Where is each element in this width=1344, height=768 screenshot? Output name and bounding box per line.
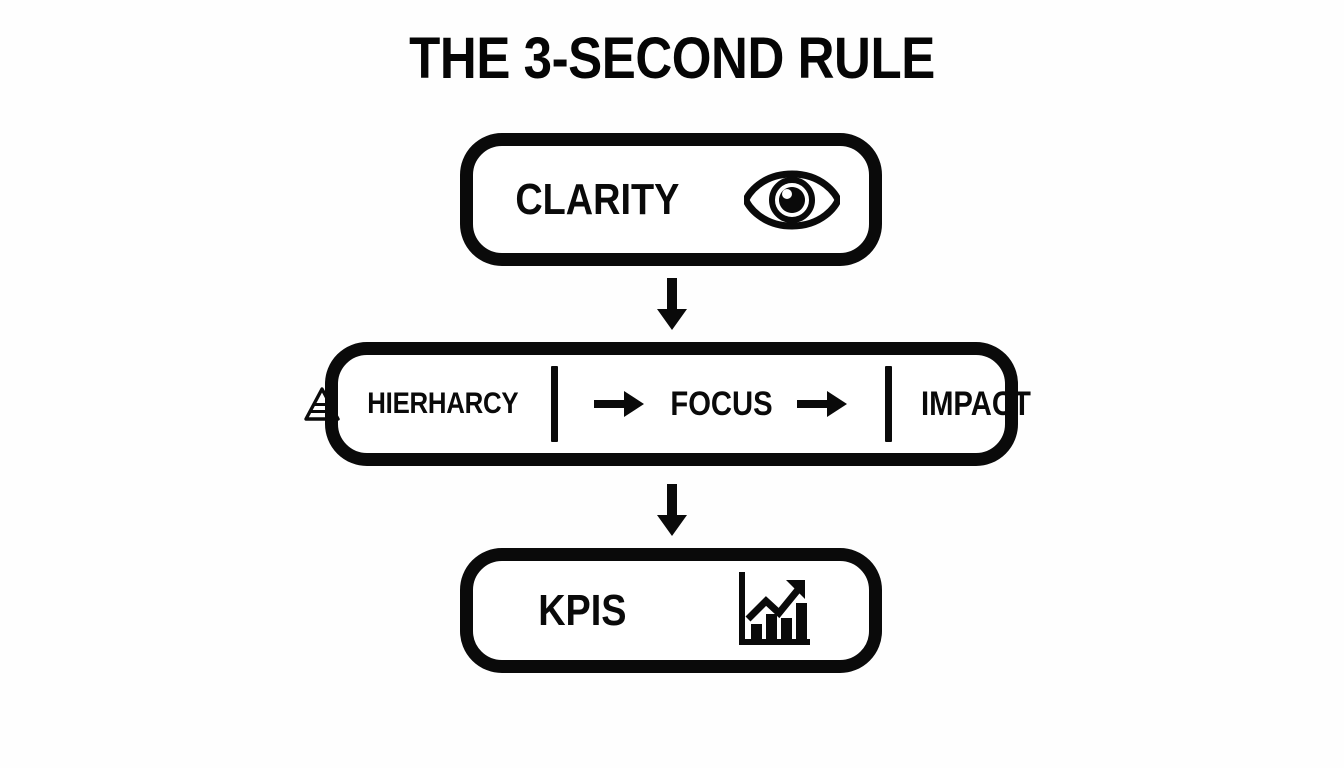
eye-icon bbox=[744, 170, 841, 230]
hierarchy-label: HIERHARCY bbox=[367, 387, 519, 420]
page-title: THE 3-SECOND RULE bbox=[409, 26, 935, 91]
vertical-divider-1 bbox=[550, 366, 558, 442]
impact-label: IMPACT bbox=[920, 384, 1031, 423]
arrow-down-icon bbox=[655, 278, 689, 332]
bar-chart-trend-icon bbox=[733, 571, 811, 650]
clarity-row: CLARITY bbox=[502, 170, 841, 230]
step-box-flow[interactable]: HIERHARCY FOCUS IMPACT bbox=[304, 342, 1031, 466]
step-box-clarity[interactable]: CLARITY bbox=[460, 133, 882, 266]
flow-segment-hierarchy: HIERHARCY bbox=[303, 386, 531, 422]
connector-clarity-to-flow bbox=[0, 278, 1344, 332]
clarity-label: CLARITY bbox=[515, 174, 679, 224]
step-box-kpis[interactable]: KPIS bbox=[460, 548, 882, 673]
flow-row: HIERHARCY FOCUS IMPACT bbox=[303, 366, 1039, 442]
pyramid-icon bbox=[303, 386, 341, 422]
kpis-row: KPIS bbox=[531, 571, 812, 650]
arrow-down-icon bbox=[655, 484, 689, 538]
arrow-right-icon-2 bbox=[796, 389, 849, 419]
vertical-divider-2 bbox=[884, 366, 892, 442]
connector-flow-to-kpis bbox=[0, 484, 1344, 538]
focus-label: FOCUS bbox=[670, 384, 773, 423]
arrow-right-icon-1 bbox=[593, 389, 646, 419]
kpis-label: KPIS bbox=[537, 585, 627, 635]
